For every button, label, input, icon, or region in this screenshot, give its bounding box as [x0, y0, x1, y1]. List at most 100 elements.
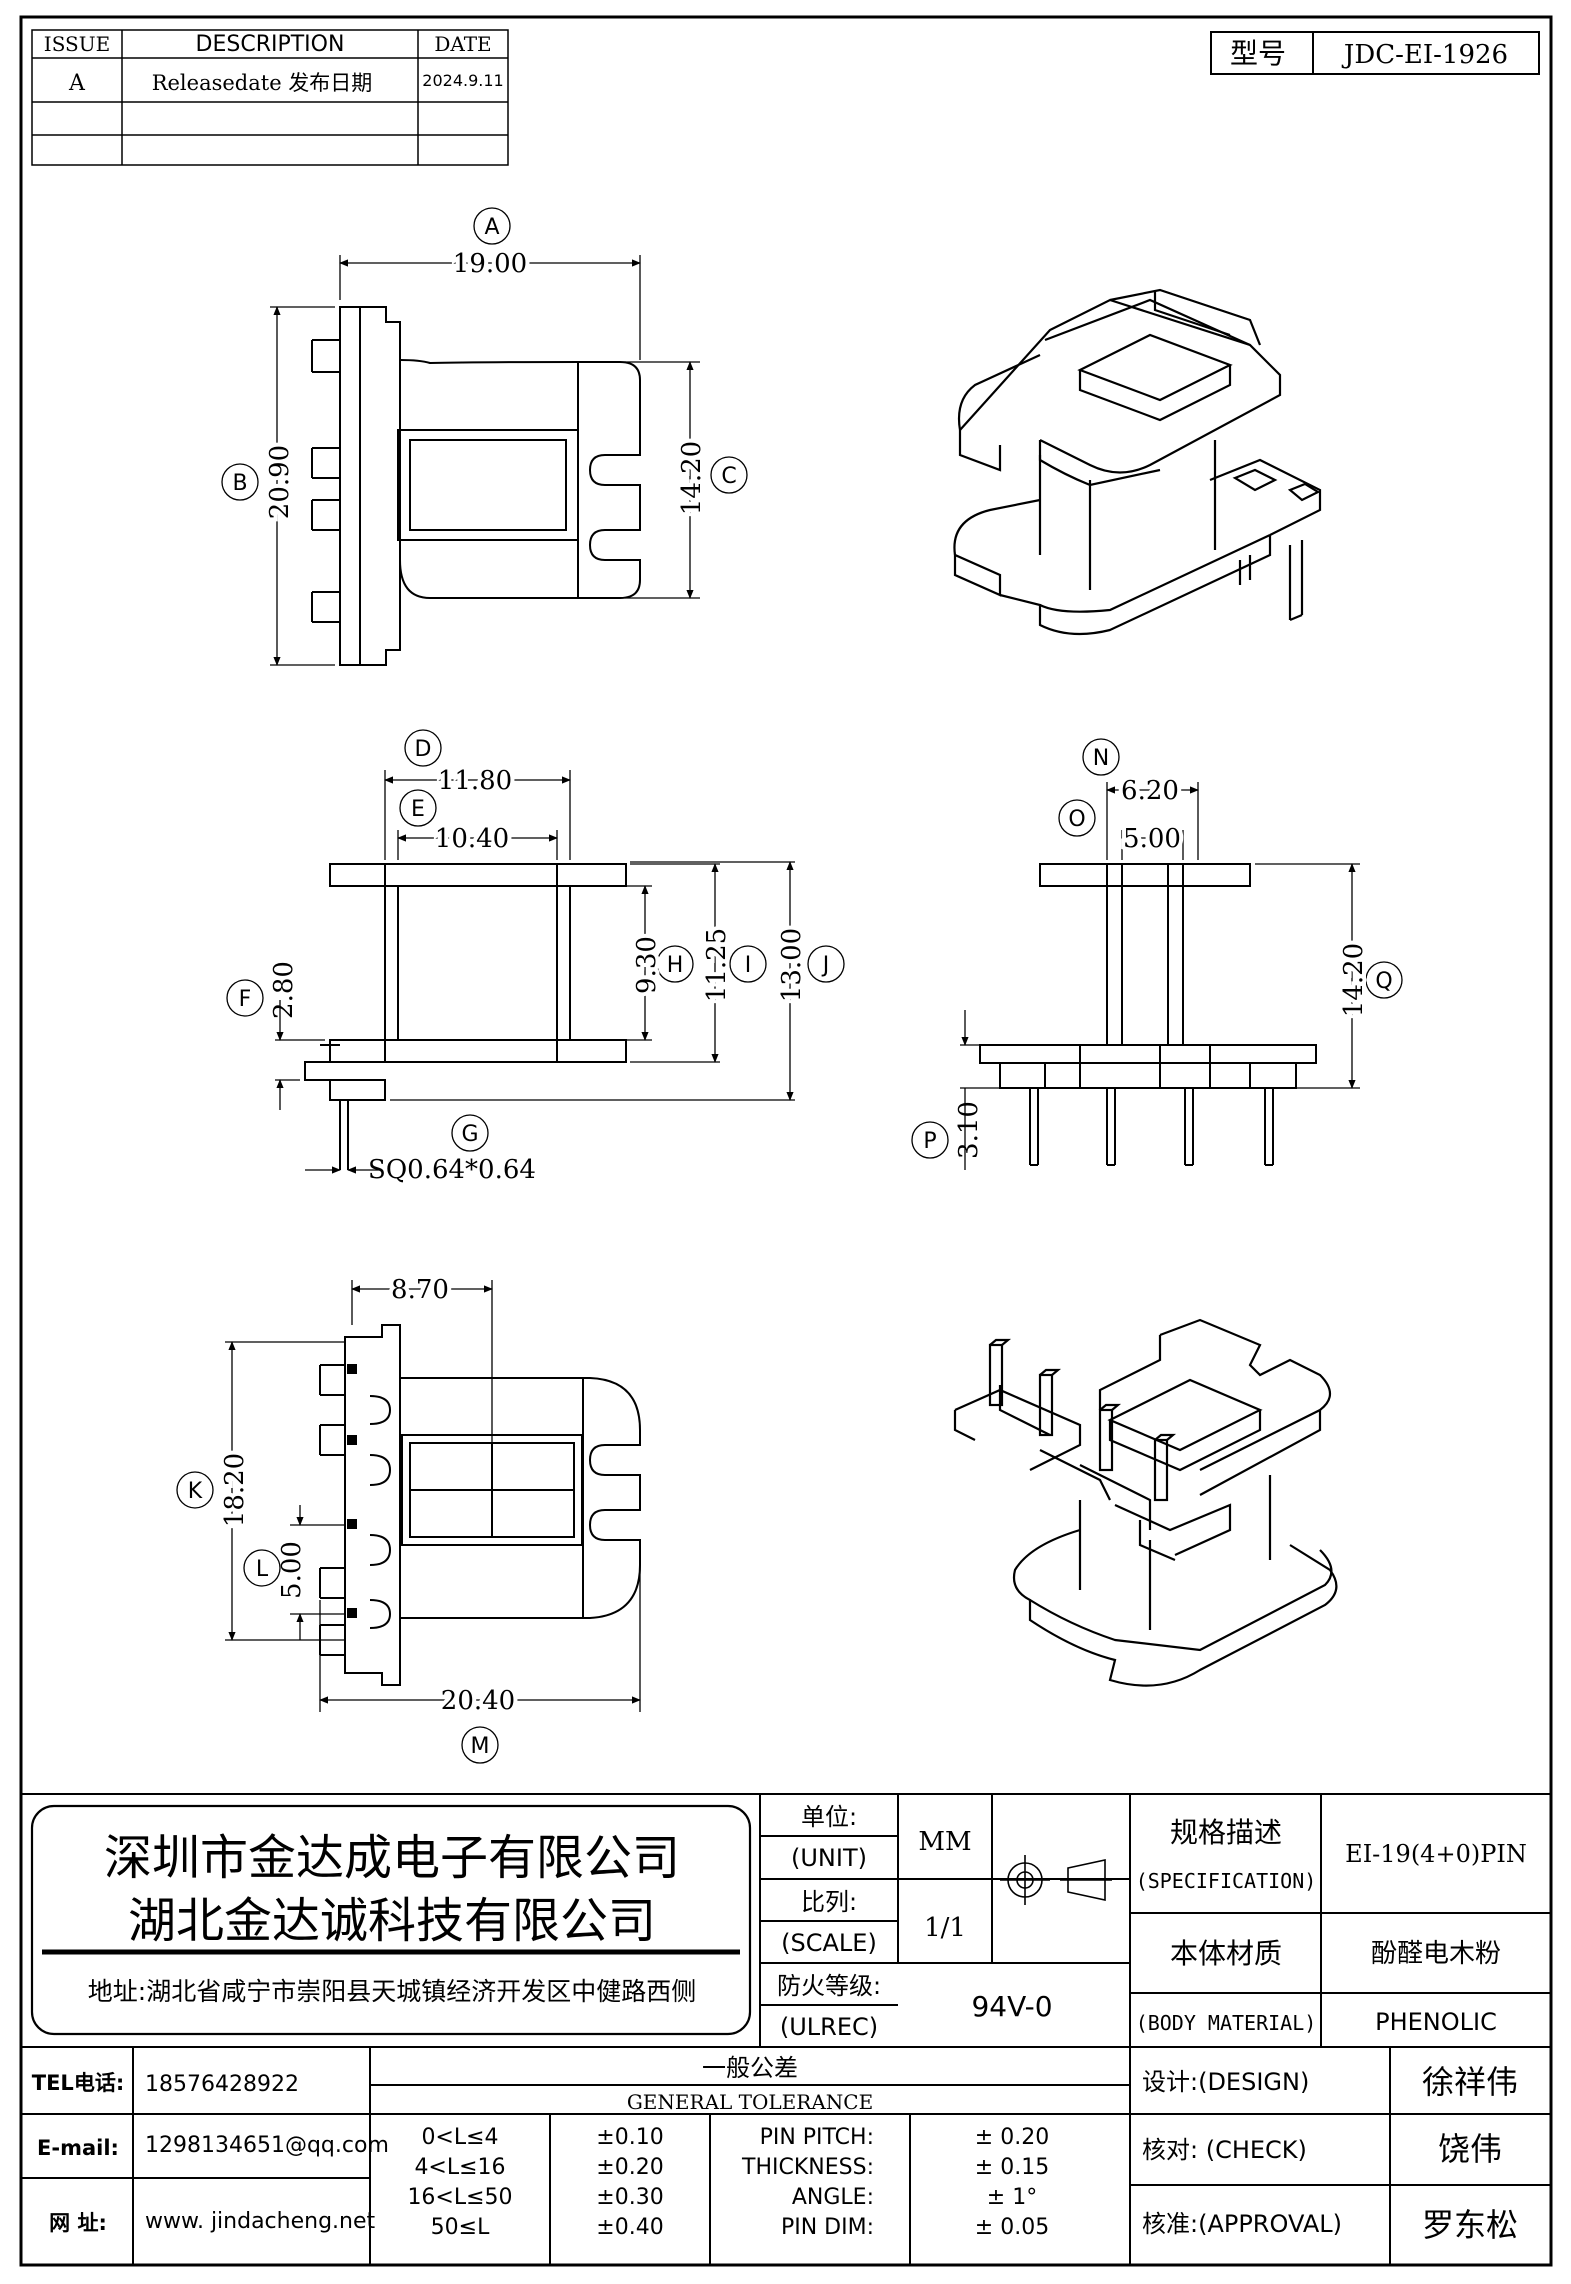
dim-m-value: 20.40 [441, 1686, 515, 1716]
dim-q-letter: Q [1375, 969, 1392, 994]
tolerance-title-cn: 一般公差 [702, 2054, 798, 2082]
dim-q-value: 14.20 [1339, 943, 1369, 1017]
bottom-view [319, 1324, 641, 1686]
tel-label: TEL电话: [32, 2071, 124, 2095]
dim-f-letter: F [239, 987, 252, 1012]
signoff-name-design: 徐祥伟 [1422, 2063, 1518, 2101]
model-box [1210, 31, 1540, 75]
dim-l-letter: L [256, 1557, 269, 1582]
model-label: 型号 [1230, 37, 1286, 70]
dim-bottom-width-value: 8.70 [391, 1275, 449, 1305]
dim-i-value: 11.25 [702, 928, 732, 1002]
special-value-3: ± 1° [987, 2185, 1037, 2210]
dim-b [221, 306, 335, 666]
dim-m [319, 1560, 641, 1764]
dim-a-value: 19.00 [453, 249, 527, 279]
dim-c-letter: C [721, 464, 736, 489]
dim-o [1058, 799, 1184, 860]
revision-table [31, 29, 509, 166]
dim-o-value: 5.00 [1123, 824, 1181, 854]
tolerance-range-2: 4<L≤16 [414, 2155, 505, 2180]
rev-issue-value: A [68, 71, 86, 96]
tolerance-range-3: 16<L≤50 [407, 2185, 512, 2210]
web-value: www. jindacheng.net [145, 2209, 376, 2234]
top-view [311, 306, 641, 666]
dim-k-value: 18.20 [220, 1453, 250, 1527]
dim-g-letter: G [461, 1122, 478, 1147]
tolerance-range-1: 0<L≤4 [421, 2125, 498, 2150]
rev-header-description: DESCRIPTION [196, 32, 345, 57]
unit-value: MM [918, 1827, 971, 1857]
material-label-cn: 本体材质 [1170, 1937, 1282, 1970]
title-block-grid [21, 1793, 1551, 2265]
dim-j-letter: J [821, 953, 830, 978]
dim-n [1082, 738, 1199, 860]
signoff-name-check: 饶伟 [1438, 2130, 1502, 2168]
dim-e [397, 789, 558, 860]
tolerance-value-3: ±0.30 [596, 2185, 663, 2210]
dim-c-value: 14.20 [677, 441, 707, 515]
dim-l-value: 5.00 [277, 1541, 307, 1599]
signoff-name-approval: 罗东松 [1422, 2206, 1518, 2244]
dim-hij [390, 861, 845, 1101]
model-value: JDC-EI-1926 [1341, 40, 1508, 70]
rev-description-value: Releasedate 发布日期 [152, 71, 373, 95]
fire-label-cn: 防火等级: [777, 1972, 881, 2000]
dim-k-letter: K [188, 1479, 203, 1504]
fire-value: 94V-0 [971, 1990, 1052, 2023]
special-label-2: THICKNESS: [741, 2155, 874, 2180]
scale-label-en: (SCALE) [781, 1929, 877, 1957]
dim-q [1255, 863, 1403, 1089]
rev-header-issue: ISSUE [44, 32, 110, 56]
dim-p-value: 3.10 [954, 1101, 984, 1159]
fire-label-en: (ULREC) [780, 2013, 878, 2041]
web-label: 网 址: [49, 2211, 107, 2235]
tel-value: 18576428922 [145, 2072, 299, 2097]
company-address: 地址:湖北省咸宁市崇阳县天城镇经济开发区中健路西侧 [88, 1977, 696, 2006]
dim-n-value: 6.20 [1121, 776, 1179, 806]
company-box [30, 1804, 752, 2036]
rev-header-date: DATE [434, 32, 491, 56]
dim-a [339, 207, 641, 360]
scale-label-cn: 比列: [801, 1888, 857, 1916]
isometric-view-top [953, 288, 1322, 636]
dim-f [226, 979, 325, 1110]
material-value-en: PHENOLIC [1375, 2008, 1497, 2036]
material-value-cn: 酚醛电木粉 [1371, 1939, 1501, 1969]
dim-f-value: 2.80 [269, 961, 299, 1019]
front-view [304, 863, 627, 1170]
projection-symbol-icon [1000, 1855, 1112, 1905]
scale-value: 1/1 [924, 1913, 966, 1943]
special-label-4: PIN DIM: [781, 2215, 874, 2240]
rev-date-value: 2024.9.11 [422, 71, 503, 90]
dim-j-value: 13.00 [777, 928, 807, 1002]
special-label-1: PIN PITCH: [760, 2125, 874, 2150]
dim-e-letter: E [411, 797, 425, 822]
tolerance-range-4: 50≤L [431, 2215, 490, 2240]
company-name-2: 湖北金达诚科技有限公司 [128, 1893, 656, 1949]
signoff-role-approval: 核准:(APPROVAL) [1142, 2210, 1342, 2238]
dim-b-value: 20.90 [265, 445, 295, 519]
dim-d-value: 11.80 [438, 766, 512, 796]
dim-g-value: SQ0.64*0.64 [368, 1155, 536, 1185]
signoff-role-design: 设计:(DESIGN) [1142, 2068, 1309, 2096]
special-value-1: ± 0.20 [975, 2125, 1049, 2150]
tolerance-value-1: ±0.10 [596, 2125, 663, 2150]
email-value: 1298134651@qq.com [145, 2133, 389, 2158]
spec-value: EI-19(4+0)PIN [1345, 1840, 1527, 1868]
spec-label-en: (SPECIFICATION) [1136, 1869, 1317, 1893]
dim-k [176, 1341, 345, 1641]
email-label: E-mail: [37, 2136, 119, 2160]
dim-d-letter: D [415, 737, 432, 762]
dim-bottom-width [351, 1280, 493, 1490]
company-name-1: 深圳市金达成电子有限公司 [104, 1830, 680, 1886]
dim-o-letter: O [1068, 807, 1085, 832]
tolerance-value-4: ±0.40 [596, 2215, 663, 2240]
dim-g [305, 1114, 489, 1174]
dim-a-letter: A [484, 215, 499, 240]
dim-l [243, 1505, 345, 1640]
dim-i-letter: I [745, 953, 752, 978]
signoff-role-check: 核对: (CHECK) [1142, 2136, 1307, 2164]
dim-d [384, 729, 571, 860]
